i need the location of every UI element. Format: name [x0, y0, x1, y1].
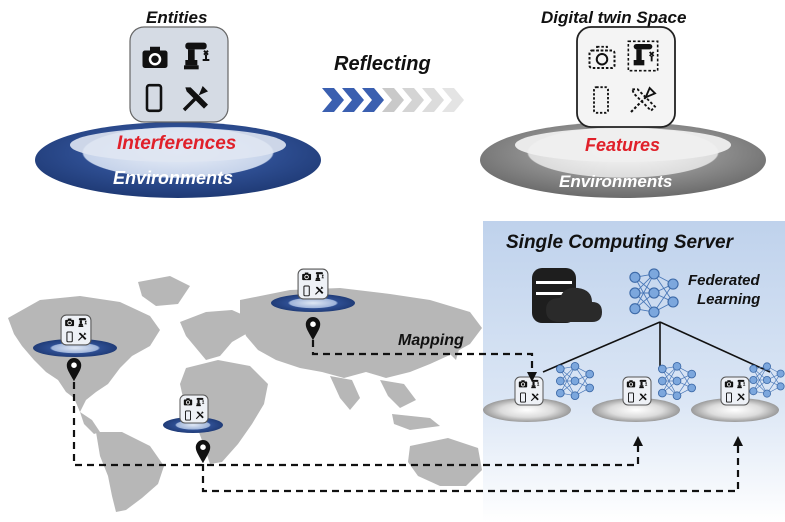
server-node-2 — [592, 362, 697, 422]
environments-left-label: Environments — [113, 168, 234, 188]
twin-box — [576, 26, 676, 128]
device-box-icon — [515, 377, 543, 405]
reflecting-label: Reflecting — [334, 53, 431, 75]
device-box-icon — [180, 395, 208, 423]
device-box-icon — [298, 269, 328, 299]
features-label: Features — [585, 135, 661, 155]
server-region — [483, 221, 785, 522]
map-pin-icon — [195, 440, 211, 464]
mapping-label: Mapping — [398, 332, 464, 349]
reflecting-arrows — [322, 88, 464, 112]
world-map — [8, 276, 482, 512]
map-site-north-america — [33, 315, 117, 382]
mapping-connections — [72, 340, 740, 493]
server-title: Single Computing Server — [506, 232, 733, 253]
server-node-1 — [483, 362, 595, 422]
database-cloud-icon — [532, 268, 602, 323]
twin-space-title: Digital twin Space — [541, 8, 687, 27]
entities-group — [35, 26, 321, 198]
environments-right-label: Environments — [559, 172, 673, 191]
federated-label: Federated — [688, 272, 760, 289]
entities-box — [129, 26, 229, 123]
device-box-icon — [623, 377, 651, 405]
interferences-label: Interferences — [117, 133, 237, 154]
map-site-south-america — [163, 395, 223, 464]
device-box-icon — [61, 315, 91, 345]
mapping-arrowheads — [527, 372, 743, 446]
learning-label: Learning — [697, 291, 761, 308]
entities-title: Entities — [146, 8, 208, 27]
device-box-icon — [721, 377, 749, 405]
digital-twin-group — [480, 26, 766, 198]
fl-links — [542, 321, 771, 373]
server-node-3 — [691, 362, 785, 422]
map-site-asia — [271, 269, 355, 341]
